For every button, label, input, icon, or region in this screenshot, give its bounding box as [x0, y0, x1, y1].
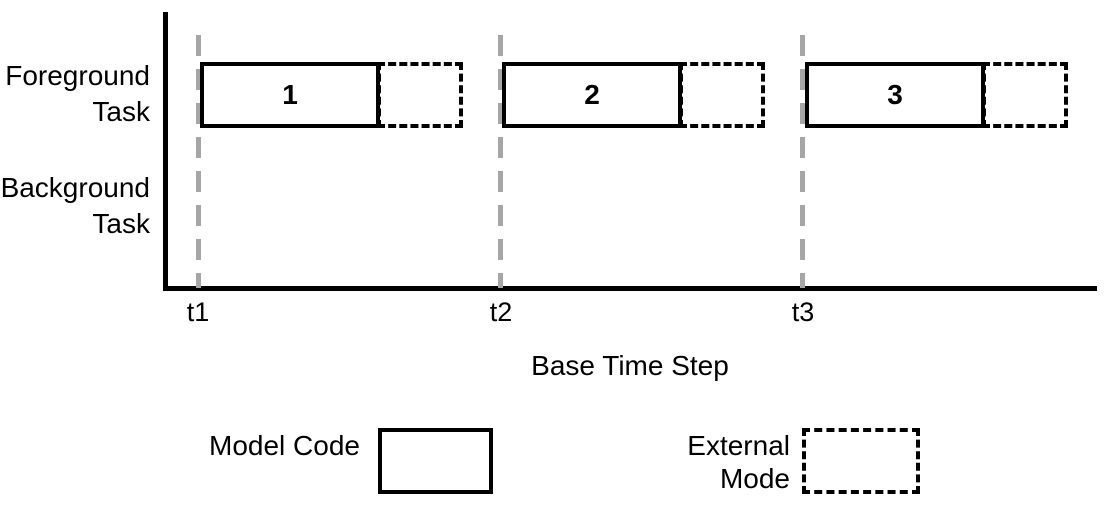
- legend-label-external-mode: External Mode: [687, 430, 790, 494]
- legend-label-model-code: Model Code: [209, 430, 360, 461]
- tick-label-t1: t1: [186, 297, 210, 327]
- x-axis-title: Base Time Step: [531, 350, 729, 381]
- task-box-model-code-3: 3: [805, 62, 985, 128]
- task-box-external-mode-2: [679, 62, 765, 128]
- tick-label-t2: t2: [489, 297, 513, 327]
- time-step-line-t3: [800, 35, 805, 288]
- task-box-external-mode-1: [377, 62, 463, 128]
- time-step-line-t2: [498, 35, 503, 288]
- time-step-line-t1: [196, 35, 201, 288]
- task-box-external-mode-3: [982, 62, 1068, 128]
- task-label: 3: [887, 79, 903, 110]
- row-label-background-task: Background Task: [0, 172, 150, 239]
- y-axis-line: [163, 12, 168, 291]
- tick-label-t3: t3: [791, 297, 815, 327]
- task-label: 2: [584, 79, 600, 110]
- row-label-foreground-task: Foreground Task: [5, 60, 150, 127]
- legend-swatch-model-code: [378, 428, 493, 494]
- task-box-model-code-2: 2: [502, 62, 682, 128]
- x-axis-line: [163, 286, 1097, 291]
- task-label: 1: [282, 79, 298, 110]
- legend-swatch-external-mode: [802, 428, 920, 494]
- task-box-model-code-1: 1: [200, 62, 380, 128]
